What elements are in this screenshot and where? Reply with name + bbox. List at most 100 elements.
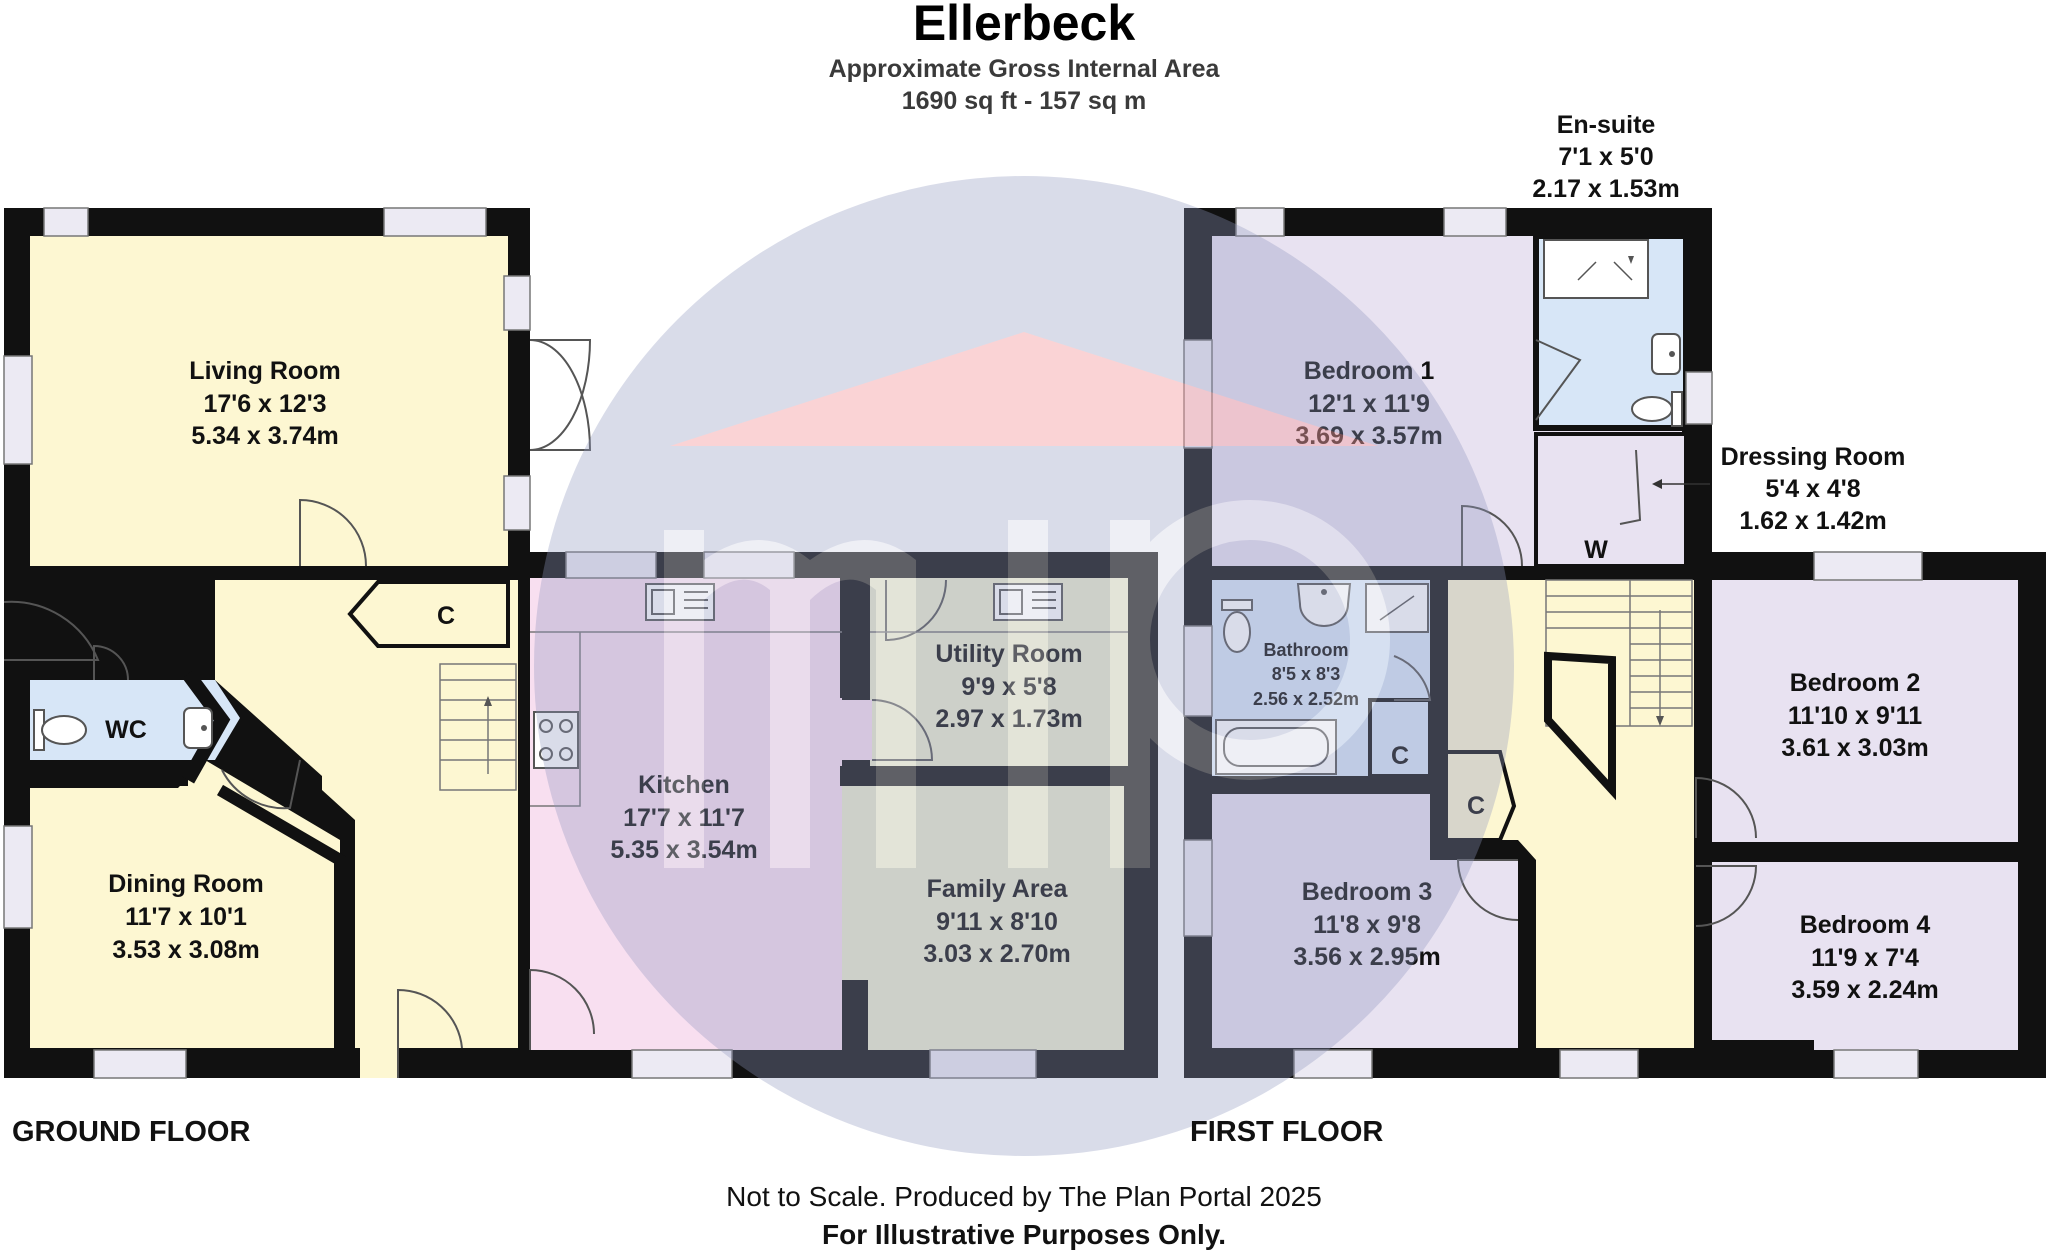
wc-toilet-icon (33, 709, 87, 751)
ground-wall-h2 (300, 566, 508, 580)
first-wall-h3 (1712, 842, 2018, 862)
bedroom-1-imperial: 12'1 x 11'9 (1308, 390, 1430, 418)
bedroom-3-area (1212, 794, 1518, 1048)
dressing-room-door-icon (1619, 449, 1642, 525)
page-title: Ellerbeck (913, 0, 1136, 51)
bathroom-toilet-icon (1221, 599, 1253, 653)
bathroom-cupboard-label: C (1391, 742, 1409, 770)
watermark-logo-icon (534, 176, 1514, 1156)
bedroom-2-door-icon (1695, 776, 1757, 839)
en-suite-door-icon (1535, 339, 1582, 421)
first-wall-v2 (1430, 580, 1448, 840)
bedroom-4-window (1833, 1049, 1919, 1079)
ground-wall-v4 (1124, 786, 1132, 1050)
bathroom-shower-icon (1365, 583, 1429, 633)
kitchen-worktop-line-2 (530, 632, 581, 807)
dining-room-imperial: 11'7 x 10'1 (125, 903, 247, 931)
landing-window-bottom (1559, 1049, 1639, 1079)
bathroom-name: Bathroom (1264, 640, 1349, 660)
living-room-imperial: 17'6 x 12'3 (203, 390, 326, 418)
wc-sink-icon (183, 707, 213, 749)
bedroom-4-imperial: 11'9 x 7'4 (1811, 944, 1919, 972)
bedroom-3-door-icon (1456, 859, 1519, 921)
ground-wall-v1 (518, 552, 530, 1048)
en-suite-name: En-suite (1557, 111, 1656, 139)
bedroom-3-window-side (1183, 839, 1213, 937)
ground-wall-v2 (840, 578, 870, 698)
utility-doorway (840, 700, 872, 760)
utility-room-metric: 2.97 x 1.73m (935, 705, 1082, 733)
dressing-room-name: Dressing Room (1721, 443, 1906, 471)
kitchen-window-1 (565, 551, 657, 579)
bedroom-3-name: Bedroom 3 (1302, 878, 1433, 906)
living-window-1 (43, 207, 89, 237)
kitchen-area (530, 578, 842, 1050)
en-suite-metric: 2.17 x 1.53m (1532, 175, 1679, 203)
kitchen-window-2 (703, 551, 795, 579)
living-window-5 (503, 475, 531, 531)
living-window-3 (3, 355, 33, 465)
wc-name: WC (105, 716, 147, 744)
bathroom-cupboard (1368, 698, 1432, 778)
en-suite-window (1685, 371, 1713, 425)
dining-window-side (3, 825, 33, 929)
ground-wall-v3 (840, 766, 870, 786)
stair-void-wall (1544, 651, 1616, 801)
ground-floor: C (3, 207, 1158, 1079)
first-floor: C C (1183, 111, 2046, 1079)
family-area-name: Family Area (927, 875, 1069, 903)
utility-room-name: Utility Room (935, 640, 1082, 668)
ground-wall-h1 (4, 566, 204, 580)
kitchen-imperial: 17'7 x 11'7 (623, 804, 745, 832)
family-area-wall-stub (842, 980, 868, 1050)
bedroom-4-door-icon (1695, 865, 1758, 927)
bedroom-4-area (1712, 862, 2018, 1040)
bedroom-2-name: Bedroom 2 (1790, 669, 1921, 697)
dining-room-area (30, 760, 340, 1048)
bathroom-door-icon (1393, 655, 1432, 701)
area-value: 1690 sq ft - 157 sq m (902, 87, 1147, 115)
bedroom-2-imperial: 11'10 x 9'11 (1788, 702, 1922, 730)
dining-angled-wall (216, 784, 346, 1048)
first-floor-label: FIRST FLOOR (1190, 1116, 1383, 1148)
kitchen-name: Kitchen (638, 771, 730, 799)
family-area-area (842, 786, 1128, 1050)
dressing-room-metric: 1.62 x 1.42m (1739, 507, 1886, 535)
utility-door-icon (871, 699, 934, 761)
bathroom-window (1183, 625, 1213, 717)
living-room-area (30, 236, 508, 566)
bedroom-1-window-2 (1443, 207, 1507, 237)
dressing-room-imperial: 5'4 x 4'8 (1765, 475, 1860, 503)
bedroom-1-metric: 3.69 x 3.57m (1295, 422, 1442, 450)
dining-window-bottom (93, 1049, 187, 1079)
shower-icon (1543, 239, 1649, 299)
dressing-room-area (1534, 432, 1688, 568)
bedroom-4-area-ext (1814, 1040, 2018, 1050)
bathroom-imperial: 8'5 x 8'3 (1272, 664, 1341, 684)
dining-room-metric: 3.53 x 3.08m (112, 936, 259, 964)
bedroom-1-window-1 (1235, 207, 1285, 237)
dressing-room-pointer-arrow (1652, 479, 1662, 489)
ground-cupboard (347, 580, 510, 648)
bedroom-3-imperial: 11'8 x 9'8 (1313, 911, 1421, 939)
kitchen-sink-icon (645, 583, 715, 621)
living-patio-door-icon-2 (529, 339, 592, 451)
family-area-metric: 3.03 x 2.70m (923, 940, 1070, 968)
kitchen-door-icon (529, 968, 595, 1050)
dining-room-name: Dining Room (108, 870, 264, 898)
utility-top-door-icon (885, 579, 947, 642)
first-wall-v3 (1518, 860, 1536, 1048)
landing-cupboard (1444, 750, 1517, 842)
hallway-area (4, 580, 518, 1078)
first-wall-h5 (1430, 840, 1518, 860)
bathroom-metric: 2.56 x 2.52m (1253, 689, 1359, 709)
first-wall-h6 (1712, 1040, 1814, 1050)
living-patio-door-icon (529, 339, 592, 451)
landing-cupboard-label: C (1467, 792, 1485, 820)
kitchen-window-bottom (631, 1049, 733, 1079)
bedroom-2-window (1813, 551, 1923, 581)
first-wall-h2 (1520, 566, 1694, 580)
ground-stairs-icon (439, 663, 517, 791)
wardrobe-label: W (1584, 536, 1608, 564)
